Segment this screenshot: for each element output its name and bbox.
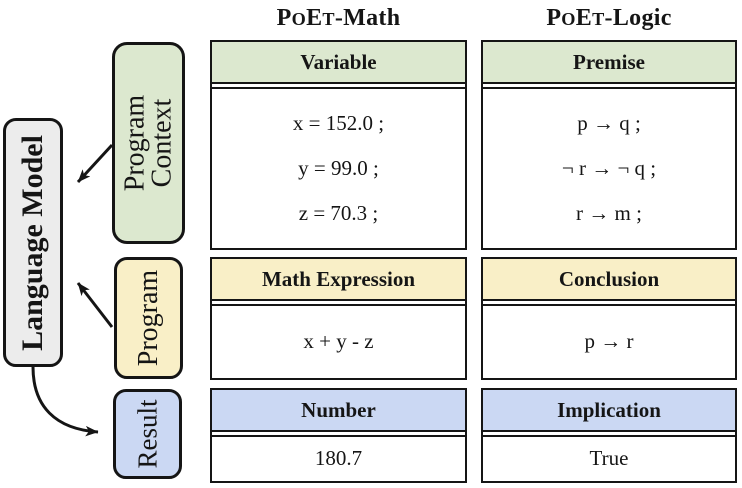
title-smallcap-letter: T bbox=[322, 9, 335, 29]
math-variable-section: Variable x = 152.0 ; y = 99.0 ; z = 70.3… bbox=[210, 40, 467, 250]
section-header-math-expression: Math Expression bbox=[212, 259, 465, 301]
conclusion-section-body: p → r bbox=[483, 303, 735, 379]
number-section-body: 180.7 bbox=[212, 434, 465, 482]
title-letter: E bbox=[306, 5, 323, 31]
logic-premise-section: Premise p → q ; ¬ r → ¬ q ; r → m ; bbox=[481, 40, 737, 250]
title-letter: E bbox=[575, 5, 593, 31]
result-value: True bbox=[589, 446, 629, 471]
section-header-conclusion: Conclusion bbox=[483, 259, 735, 301]
code-line: z = 70.3 ; bbox=[298, 200, 379, 225]
result-label: Result bbox=[132, 399, 162, 469]
code-line: ¬ r → ¬ q ; bbox=[561, 155, 657, 180]
arrow-program-to-model-icon bbox=[76, 282, 114, 328]
code-line: x = 152.0 ; bbox=[292, 110, 385, 135]
program-label-box: Program bbox=[114, 257, 183, 379]
double-rule-gap bbox=[212, 432, 465, 435]
logic-implication-section: Implication True bbox=[481, 388, 737, 483]
title-smallcap-letter: O bbox=[561, 9, 576, 29]
code-line: p → q ; bbox=[577, 110, 641, 135]
result-label-box: Result bbox=[113, 389, 182, 479]
section-header-number: Number bbox=[212, 390, 465, 432]
code-line: r → m ; bbox=[576, 200, 642, 225]
program-context-line1: Program bbox=[119, 94, 151, 192]
program-context-line2: Context bbox=[146, 98, 178, 188]
math-number-section: Number 180.7 bbox=[210, 388, 467, 483]
title-letter: P bbox=[546, 5, 562, 31]
code-line: p → r bbox=[584, 329, 634, 354]
logic-conclusion-section: Conclusion p → r bbox=[481, 257, 737, 380]
math-expression-section: Math Expression x + y - z bbox=[210, 257, 467, 380]
arrow-context-to-model-icon bbox=[76, 143, 114, 184]
title-suffix: -Logic bbox=[604, 5, 672, 31]
section-header-premise: Premise bbox=[483, 42, 735, 84]
program-context-label: Program Context bbox=[119, 94, 178, 192]
double-rule-gap bbox=[212, 301, 465, 304]
code-line: y = 99.0 ; bbox=[298, 155, 379, 180]
language-model-box: Language Model bbox=[3, 118, 63, 367]
program-context-label-box: Program Context bbox=[112, 42, 185, 244]
double-rule-gap bbox=[483, 301, 735, 304]
title-smallcap-letter: T bbox=[592, 9, 605, 29]
result-value: 180.7 bbox=[314, 446, 363, 471]
section-header-implication: Implication bbox=[483, 390, 735, 432]
implication-section-body: True bbox=[483, 434, 735, 482]
premise-section-body: p → q ; ¬ r → ¬ q ; r → m ; bbox=[483, 86, 735, 249]
program-label: Program bbox=[132, 269, 164, 367]
title-suffix: -Math bbox=[334, 5, 401, 31]
column-title-poet-math: POET-Math bbox=[210, 2, 467, 36]
double-rule-gap bbox=[212, 84, 465, 87]
math-expression-section-body: x + y - z bbox=[212, 303, 465, 379]
double-rule-gap bbox=[483, 432, 735, 435]
double-rule-gap bbox=[483, 84, 735, 87]
code-line: x + y - z bbox=[303, 329, 374, 354]
title-smallcap-letter: O bbox=[291, 9, 307, 29]
section-header-variable: Variable bbox=[212, 42, 465, 84]
column-title-poet-logic: POET-Logic bbox=[481, 2, 737, 36]
variable-section-body: x = 152.0 ; y = 99.0 ; z = 70.3 ; bbox=[212, 86, 465, 249]
language-model-label: Language Model bbox=[16, 134, 49, 351]
title-letter: P bbox=[276, 5, 292, 31]
arrow-model-to-result-icon bbox=[31, 366, 99, 437]
